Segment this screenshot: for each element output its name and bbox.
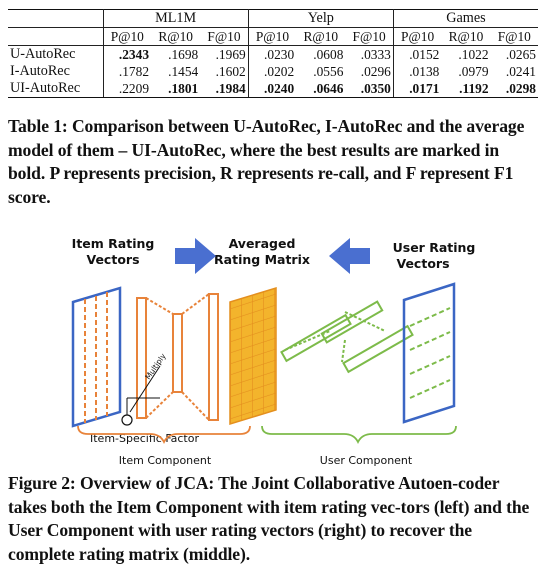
user-component-label: User Component <box>320 454 413 467</box>
table-row-label: UI-AutoRec <box>8 80 104 98</box>
table-metric-header: R@10 <box>151 27 201 46</box>
table-cell: .0556 <box>313 64 344 79</box>
table-row-label: U-AutoRec <box>8 45 104 63</box>
table-caption: Table 1: Comparison between U-AutoRec, I… <box>8 116 525 207</box>
table-cell: .0333 <box>345 45 394 63</box>
table-cell: .0979 <box>458 64 489 79</box>
table-cell: .0350 <box>345 80 394 98</box>
item-rating-vectors-label-2: Vectors <box>86 252 139 267</box>
table-cell: .0298 <box>490 80 538 98</box>
table-metric-header: R@10 <box>441 27 491 46</box>
table-group-ml1m: ML1M <box>103 9 249 28</box>
table-cell: .1782 <box>118 64 150 79</box>
jca-overview-figure: Item Rating Vectors Averaged Rating Matr… <box>71 236 476 467</box>
table-group-header-row: ML1M Yelp Games <box>8 9 538 28</box>
table-metric-header: R@10 <box>296 27 346 46</box>
item-rating-vectors-label-1: Item Rating <box>72 236 155 251</box>
table-body: U-AutoRec .2343 .1698.1969 .0230 .0608.0333.… <box>8 45 538 98</box>
table-cell: .1698 <box>168 47 199 62</box>
table-cell: .0240 <box>248 80 297 98</box>
table-cell: .1984 <box>200 80 249 98</box>
table-cell: .0241 <box>505 64 536 79</box>
table-row: UI-AutoRec.2209.1801.1984.0240.0646.0350… <box>8 80 538 98</box>
averaged-rating-matrix-label-1: Averaged <box>229 236 296 251</box>
item-component-label: Item Component <box>119 454 212 467</box>
table-cell: .1969 <box>200 45 249 63</box>
table-cell: .1602 <box>200 63 249 80</box>
user-rating-vectors-label-2: Vectors <box>396 256 449 271</box>
item-rating-vectors-box <box>71 286 122 428</box>
table-metric-header: P@10 <box>103 27 152 46</box>
table-cell: .0646 <box>296 80 346 98</box>
item-autoencoder <box>136 293 219 421</box>
table-metric-header-row: P@10 R@10 F@10 P@10 R@10 F@10 P@10 R@10 … <box>8 27 538 46</box>
table-cell: .0138 <box>409 64 440 79</box>
table-cell: .0152 <box>409 47 440 62</box>
factor-node-icon <box>121 414 133 426</box>
results-table: ML1M Yelp Games P@10 R@10 F@10 P@10 R@10… <box>8 9 538 98</box>
table-cell: .0171 <box>393 80 442 98</box>
table-group-games: Games <box>393 9 538 28</box>
results-table-container: ML1M Yelp Games P@10 R@10 F@10 P@10 R@10… <box>8 9 538 98</box>
averaged-rating-matrix <box>229 286 277 426</box>
table-cell: .0202 <box>264 64 295 79</box>
table-cell: .1801 <box>151 80 201 98</box>
left-arrow-icon <box>329 238 370 274</box>
user-autoencoder <box>280 300 414 374</box>
table-row: U-AutoRec .2343 .1698.1969 .0230 .0608.0333.… <box>8 45 538 63</box>
table-metric-header: F@10 <box>490 27 538 46</box>
user-component-brace <box>261 425 457 445</box>
table-group-yelp: Yelp <box>248 9 394 28</box>
table-metric-header: F@10 <box>200 27 249 46</box>
user-rating-vectors-label-1: User Rating <box>393 240 476 255</box>
table-cell: .0230 <box>264 47 295 62</box>
averaged-rating-matrix-label-2: Rating Matrix <box>214 252 310 267</box>
table-cell: .1192 <box>441 80 491 98</box>
item-component-brace <box>77 425 251 445</box>
right-arrow-icon <box>175 238 216 274</box>
table-cell: .1454 <box>168 64 199 79</box>
table-cell: .0265 <box>505 47 536 62</box>
table-corner-cell <box>8 9 104 28</box>
table-cell: .0296 <box>345 63 394 80</box>
table-metric-header: P@10 <box>393 27 442 46</box>
table-cell: .2343 <box>118 47 150 62</box>
table-row: I-AutoRec .1782 .1454.1602 .0202 .0556.0296.… <box>8 63 538 80</box>
table-row-label: I-AutoRec <box>8 63 104 80</box>
table-cell: .2209 <box>103 80 152 98</box>
table-corner-cell <box>8 27 104 46</box>
table-metric-header: P@10 <box>248 27 297 46</box>
user-rating-vectors-box <box>402 282 456 424</box>
table-cell: .1022 <box>458 47 489 62</box>
figure-caption: Figure 2: Overview of JCA: The Joint Col… <box>8 473 530 564</box>
table-metric-header: F@10 <box>345 27 394 46</box>
table-cell: .0608 <box>313 47 344 62</box>
